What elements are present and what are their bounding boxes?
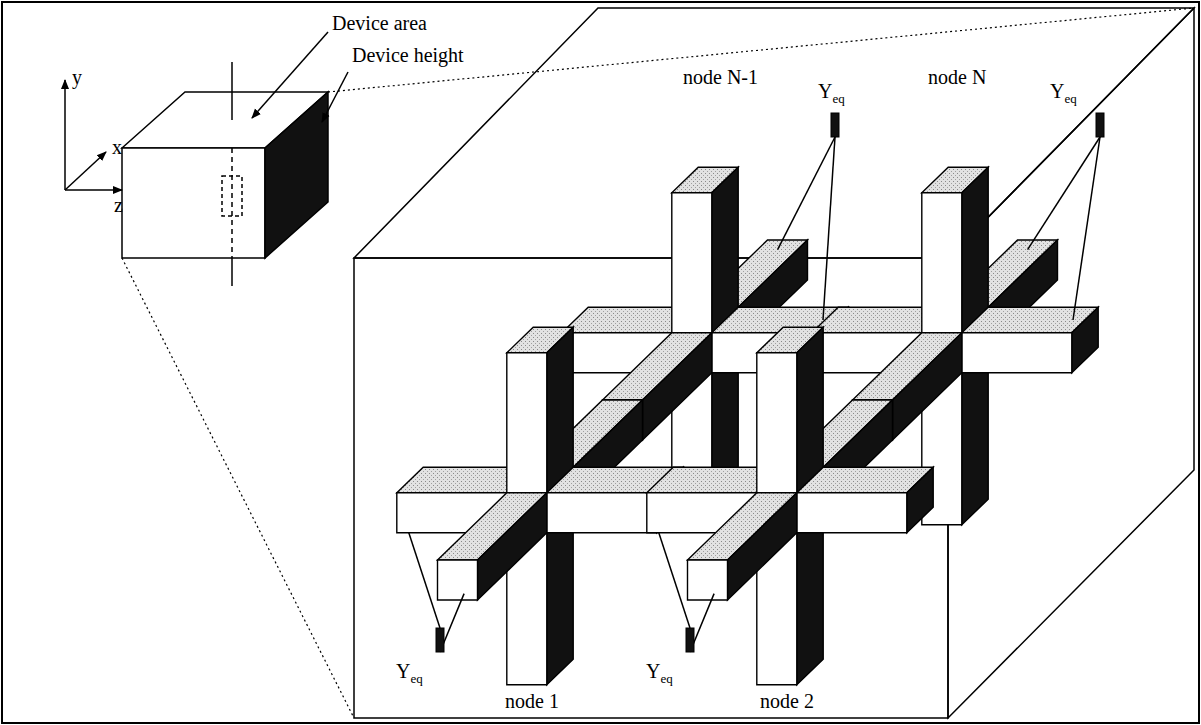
callout-label: Device area	[332, 12, 427, 34]
device-side-face	[265, 92, 328, 258]
bar-side-face	[893, 333, 962, 440]
node-label: node 1	[505, 690, 559, 712]
lead-wire	[778, 137, 835, 250]
admittance-label: Yeq	[646, 660, 673, 682]
node-label: node 2	[760, 690, 814, 712]
node-label: node N	[928, 66, 986, 88]
callout-arrow	[252, 32, 328, 118]
admittance-symbol	[831, 113, 839, 137]
volume-side-face	[948, 8, 1194, 718]
admittance-symbol	[686, 628, 694, 652]
tlm-lattice	[397, 113, 1104, 685]
axis-label: x	[112, 136, 122, 158]
admittance-symbol	[1096, 113, 1104, 137]
admittance-label: Yeq	[396, 660, 423, 682]
cut-line-hidden	[231, 148, 233, 258]
bar-side-face	[728, 493, 797, 600]
admittance-label: Yeq	[818, 80, 845, 102]
bar-front-face	[688, 560, 728, 600]
callout-arrow	[322, 72, 348, 122]
lead-wire	[409, 533, 440, 628]
axis-arrow	[65, 189, 122, 191]
volume-front-face	[354, 258, 948, 718]
bar-front-face	[547, 493, 657, 533]
axis-label: z	[114, 194, 123, 216]
lead-wire	[659, 533, 690, 628]
bar-side-face	[1072, 307, 1098, 373]
zoom-line	[122, 258, 354, 718]
lead-wire	[1028, 137, 1100, 250]
node-label: node N-1	[683, 66, 758, 88]
bar-front-face	[438, 560, 478, 600]
admittance-label: Yeq	[1050, 80, 1077, 102]
axis-label: y	[72, 66, 82, 88]
bar-front-face	[797, 493, 907, 533]
lead-wire	[823, 137, 835, 320]
volume-top-face	[354, 8, 1194, 258]
cut-line	[231, 62, 233, 120]
admittance-symbol	[436, 628, 444, 652]
lead-wire	[1073, 137, 1100, 320]
zoom-line	[328, 8, 1194, 92]
callout-label: Device height	[352, 44, 464, 66]
bar-front-face	[962, 333, 1072, 373]
axis-arrow	[64, 80, 66, 190]
axis-arrow	[65, 152, 106, 190]
bar-side-face	[643, 333, 712, 440]
device-front-face	[122, 148, 265, 258]
bar-side-face	[478, 493, 547, 600]
cell-outline	[222, 176, 242, 216]
cut-line	[231, 258, 233, 286]
bar-side-face	[907, 467, 933, 533]
